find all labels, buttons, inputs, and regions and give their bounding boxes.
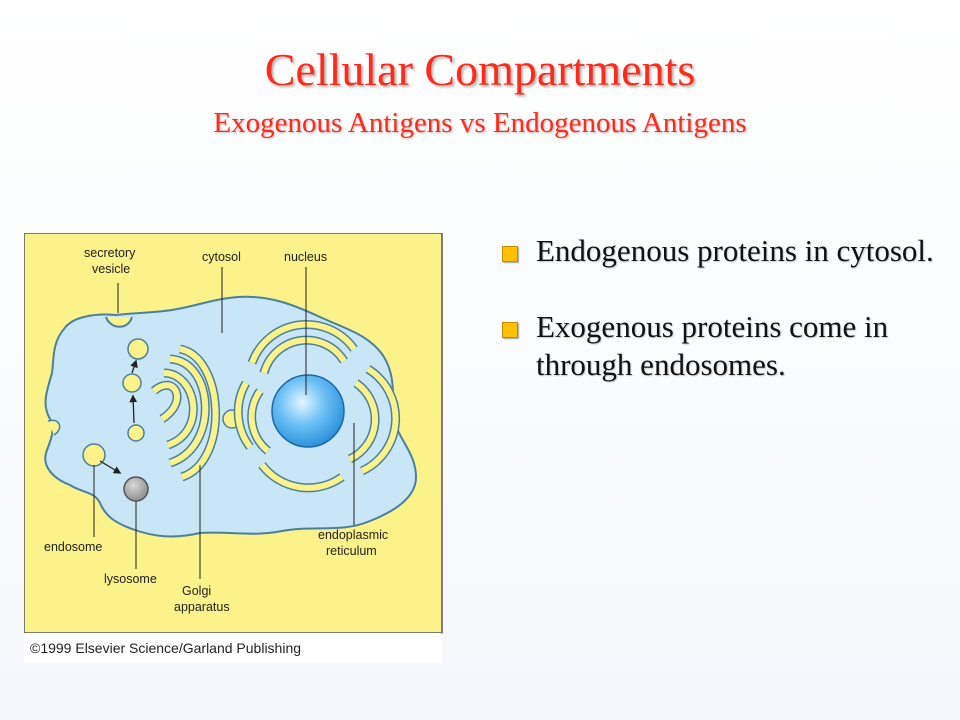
label-cytosol: cytosol — [202, 250, 241, 264]
figure-credit: ©1999 Elsevier Science/Garland Publishin… — [30, 640, 301, 656]
endocytic-pocket — [47, 419, 61, 436]
endosome-arrow — [99, 460, 122, 474]
lysosome — [123, 476, 149, 502]
square-bullet-icon — [502, 246, 518, 262]
bullet-item: Endogenous proteins in cytosol. — [500, 232, 940, 270]
label-lysosome: lysosome — [104, 572, 157, 586]
vesicle — [122, 373, 142, 393]
label-reticulum: reticulum — [326, 544, 377, 558]
credit-strip — [24, 633, 442, 663]
slide-title: Cellular Compartments — [264, 44, 696, 95]
golgi-apparatus — [150, 344, 221, 482]
label-apparatus: apparatus — [174, 600, 230, 614]
vesicle — [127, 338, 149, 360]
vesicle — [127, 424, 145, 442]
label-nucleus: nucleus — [284, 250, 327, 264]
secretory-vesicle-fusion — [105, 316, 133, 328]
label-golgi: Golgi — [182, 584, 211, 598]
cell-diagram-svg: secretory vesicle cytosol nucleus endopl… — [24, 233, 443, 663]
bullet-text: Endogenous proteins in cytosol. — [536, 233, 934, 268]
bullet-list: Endogenous proteins in cytosol. Exogenou… — [500, 232, 940, 384]
label-secretory: secretory — [84, 246, 136, 260]
label-vesicle: vesicle — [92, 262, 130, 276]
label-endoplasmic: endoplasmic — [318, 528, 388, 542]
square-bullet-icon — [502, 322, 518, 338]
slide-subtitle: Exogenous Antigens vs Endogenous Antigen… — [213, 107, 747, 139]
label-endosome: endosome — [44, 540, 102, 554]
nucleus — [271, 374, 345, 448]
vesicle-arrow — [129, 394, 138, 424]
bullet-text: Exogenous proteins come in through endos… — [536, 309, 889, 382]
endoplasmic-reticulum — [233, 319, 401, 493]
vesicle-arrow — [130, 359, 138, 374]
leader-lines — [93, 267, 355, 579]
cell-diagram: secretory vesicle cytosol nucleus endopl… — [24, 233, 444, 663]
bullet-item: Exogenous proteins come in through endos… — [500, 308, 940, 384]
